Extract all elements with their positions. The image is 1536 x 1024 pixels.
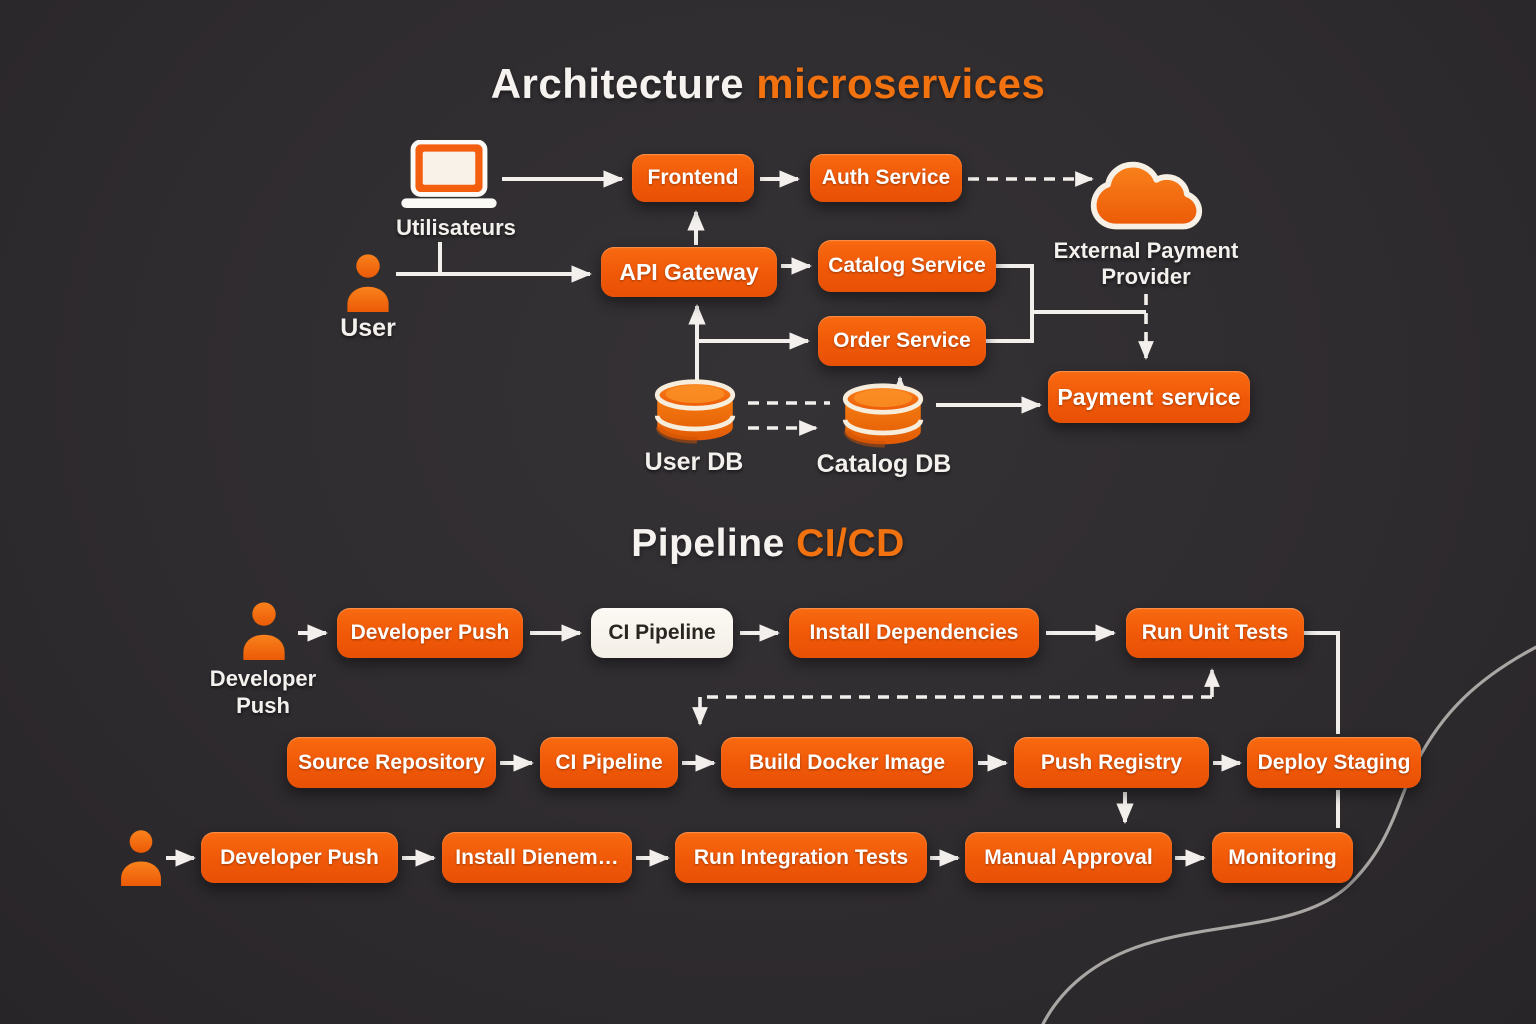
node-order-service: Order Service — [818, 316, 986, 366]
node-api-gateway: API Gateway — [601, 247, 777, 297]
laptop-icon — [398, 140, 500, 210]
node-run-integration-tests: Run Integration Tests — [675, 832, 927, 883]
node-frontend: Frontend — [632, 154, 754, 202]
pipeline-title: Pipeline CI/CD — [0, 522, 1536, 566]
node-monitoring: Monitoring — [1212, 832, 1353, 883]
label-catalog-db: Catalog DB — [816, 450, 952, 478]
label-user-db: User DB — [644, 448, 744, 476]
node-install-dependencies: Install Dependencies — [789, 608, 1039, 658]
node-ci-pipeline-1: CI Pipeline — [591, 608, 733, 658]
label-developer-line2: Push — [236, 693, 290, 718]
cloud-icon — [1086, 158, 1206, 236]
node-catalog-service: Catalog Service — [818, 240, 996, 292]
label-cloud-line1: External Payment — [1053, 238, 1239, 263]
pipeline-title-white: Pipeline — [631, 522, 785, 565]
developer-person-icon-1 — [240, 600, 288, 660]
label-developer-line1: Developer — [209, 666, 317, 691]
architecture-title-white: Architecture — [490, 60, 745, 107]
catalog-db-icon — [834, 382, 932, 450]
node-push-registry: Push Registry — [1014, 737, 1209, 788]
line-rununit-deploystaging — [1304, 631, 1340, 734]
node-developer-push-1: Developer Push — [337, 608, 523, 658]
user-db-icon — [646, 378, 744, 446]
node-auth-service: Auth Service — [810, 154, 962, 202]
label-utilisateurs: Utilisateurs — [396, 215, 516, 240]
node-deploy-staging: Deploy Staging — [1247, 737, 1421, 788]
architecture-title-accent: microservices — [756, 60, 1046, 107]
node-manual-approval: Manual Approval — [965, 832, 1172, 883]
node-developer-push-2: Developer Push — [201, 832, 398, 883]
node-build-docker-image: Build Docker Image — [721, 737, 973, 788]
node-install-dienem: Install Dienem… — [442, 832, 632, 883]
user-person-icon — [344, 252, 392, 312]
developer-person-icon-2 — [116, 828, 166, 886]
node-run-unit-tests: Run Unit Tests — [1126, 608, 1304, 658]
label-user: User — [340, 314, 396, 342]
label-cloud-line2: Provider — [1101, 264, 1191, 289]
pipeline-title-accent: CI/CD — [796, 522, 905, 565]
node-source-repository: Source Repository — [287, 737, 496, 788]
node-ci-pipeline-2: CI Pipeline — [540, 737, 678, 788]
architecture-title: Architecture microservices — [0, 60, 1536, 108]
